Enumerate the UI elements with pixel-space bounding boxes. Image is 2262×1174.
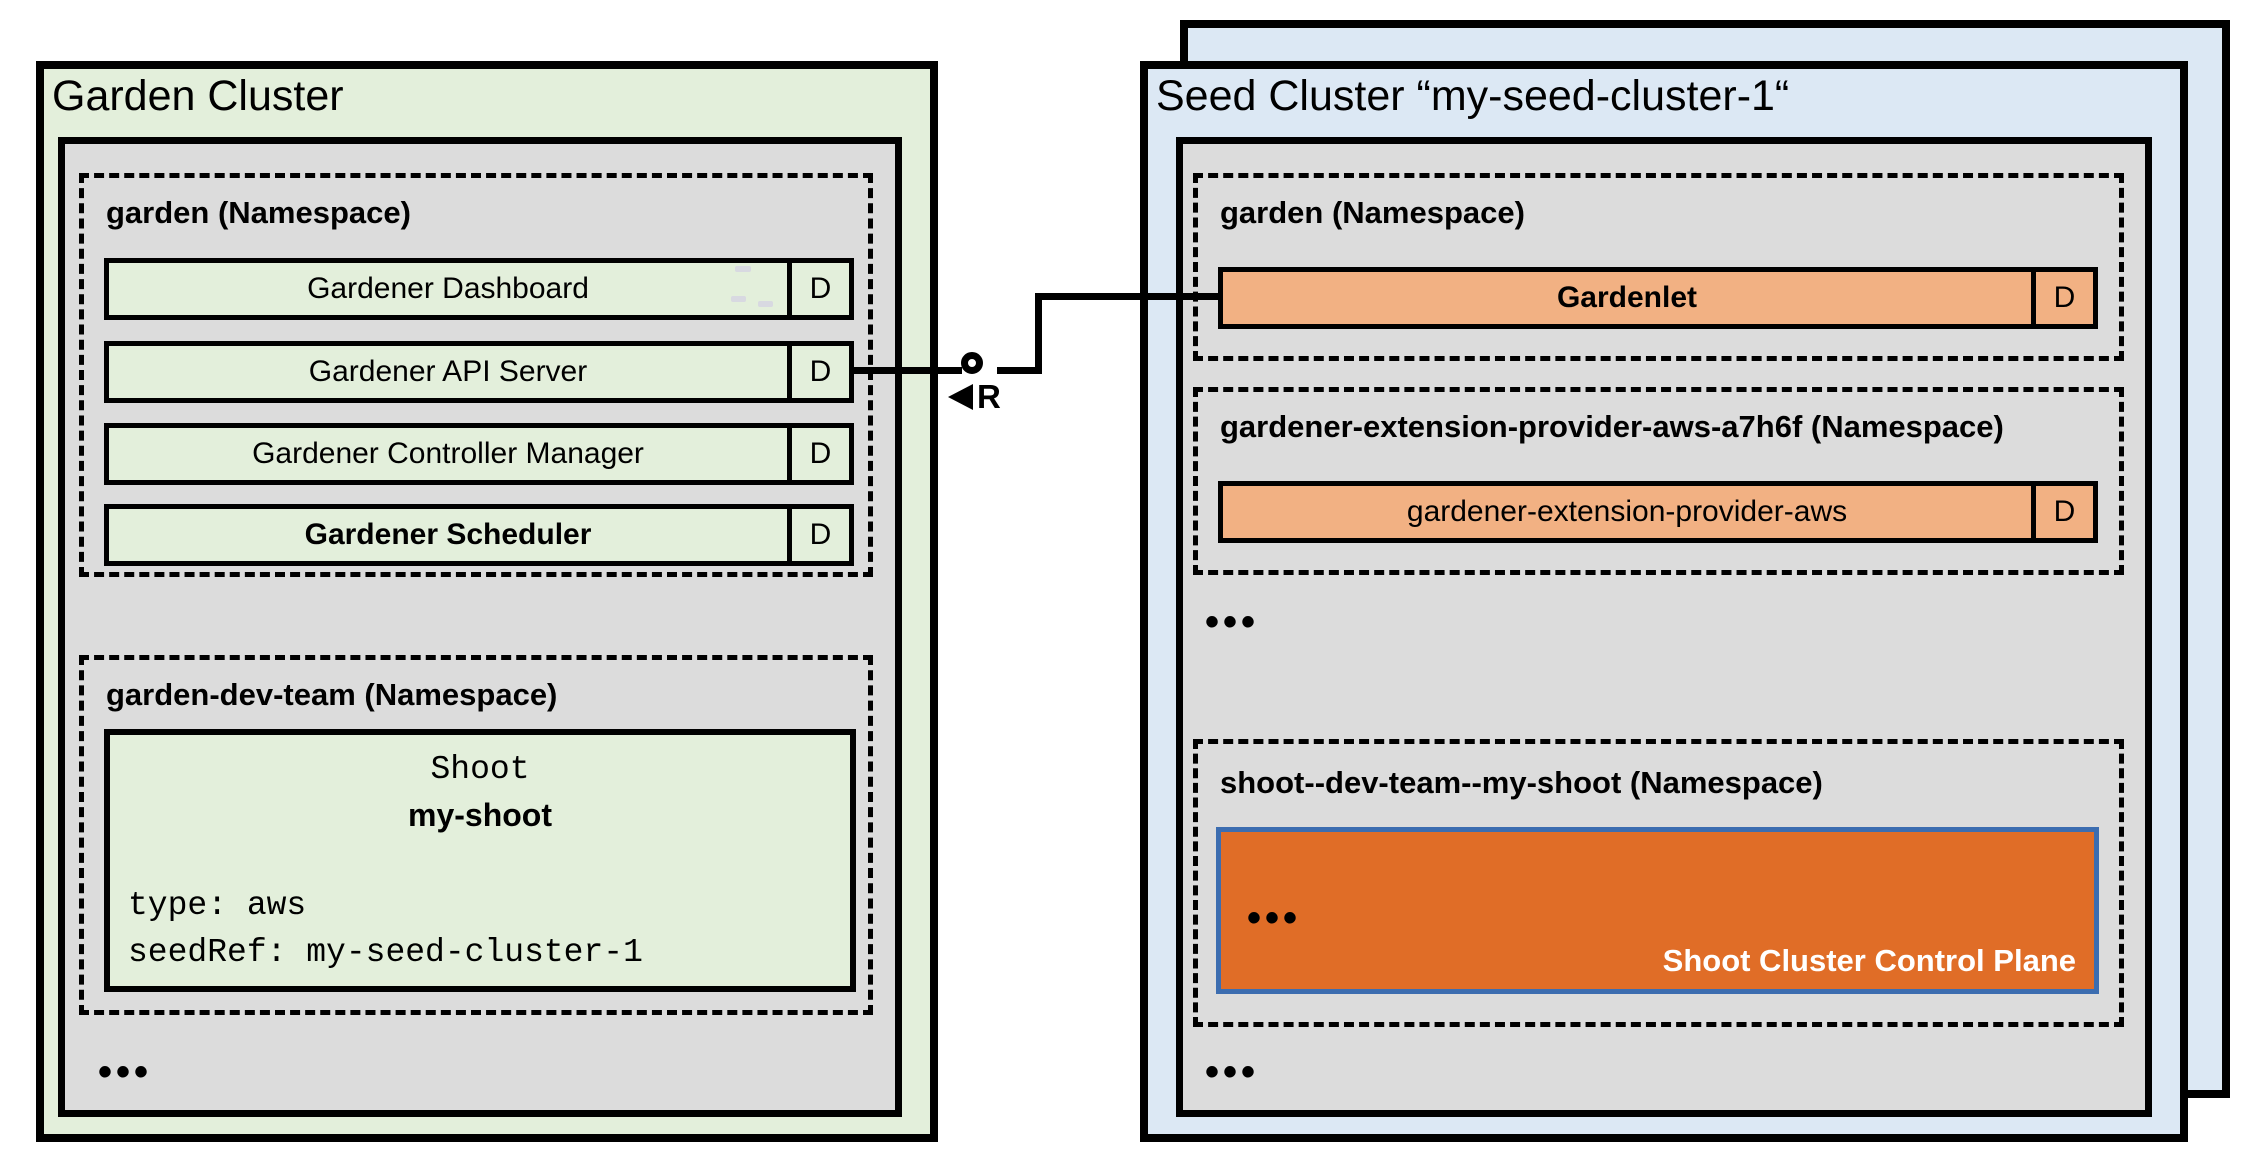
component-label: Gardener Controller Manager bbox=[252, 437, 644, 470]
component-gardenlet: Gardenlet D bbox=[1218, 267, 2098, 329]
connector-interface-circle bbox=[961, 352, 983, 374]
namespace-garden-right-label: garden (Namespace) bbox=[1220, 195, 1525, 230]
garden-cluster-more-indicator: ••• bbox=[98, 1050, 153, 1094]
component-gardener-controller-manager: Gardener Controller Manager D bbox=[104, 423, 854, 485]
namespace-garden-left-label: garden (Namespace) bbox=[106, 195, 411, 230]
namespace-shoot-dev-team-my-shoot: shoot--dev-team--my-shoot (Namespace) ••… bbox=[1193, 739, 2124, 1027]
register-label: R bbox=[977, 378, 1001, 415]
control-plane-more-indicator: ••• bbox=[1247, 896, 1302, 940]
deployment-badge: D bbox=[2031, 272, 2093, 324]
register-direction-arrow-icon bbox=[948, 384, 973, 410]
garden-cluster-title: Garden Cluster bbox=[52, 72, 344, 120]
namespace-extension-provider-aws-label: gardener-extension-provider-aws-a7h6f (N… bbox=[1220, 409, 2004, 444]
component-gardener-dashboard: Gardener Dashboard D bbox=[104, 258, 854, 320]
component-gardener-scheduler: Gardener Scheduler D bbox=[104, 504, 854, 566]
seed-cluster-more-namespaces-indicator: ••• bbox=[1205, 600, 1260, 644]
component-gardener-extension-provider-aws: gardener-extension-provider-aws D bbox=[1218, 481, 2098, 543]
connector-segment-vertical bbox=[1035, 293, 1042, 374]
namespace-garden-right: garden (Namespace) Gardenlet D bbox=[1193, 173, 2124, 361]
shoot-name: my-shoot bbox=[408, 797, 552, 833]
component-label: Gardener API Server bbox=[308, 355, 588, 388]
control-plane-label: Shoot Cluster Control Plane bbox=[1662, 943, 2076, 978]
shoot-spec-type: type: aws bbox=[128, 887, 307, 924]
component-label: Gardener Dashboard bbox=[307, 272, 589, 305]
connector-segment-to-gardenlet bbox=[1035, 293, 1218, 300]
component-label: Gardenlet bbox=[1556, 281, 1698, 314]
deployment-badge: D bbox=[787, 509, 849, 561]
shoot-cluster-control-plane-box: ••• Shoot Cluster Control Plane bbox=[1216, 827, 2099, 994]
shoot-spec-seedref: seedRef: my-seed-cluster-1 bbox=[128, 934, 643, 971]
artifact-dash bbox=[731, 296, 746, 302]
namespace-garden-left: garden (Namespace) Gardener Dashboard D … bbox=[79, 173, 873, 577]
connector-segment-from-api-server bbox=[854, 367, 962, 374]
namespace-extension-provider-aws: gardener-extension-provider-aws-a7h6f (N… bbox=[1193, 387, 2124, 575]
namespace-garden-dev-team-label: garden-dev-team (Namespace) bbox=[106, 677, 558, 712]
artifact-dash bbox=[758, 301, 773, 307]
deployment-badge: D bbox=[787, 263, 849, 315]
component-label: Gardener Scheduler bbox=[304, 518, 592, 551]
component-label: gardener-extension-provider-aws bbox=[1406, 495, 1848, 528]
deployment-badge: D bbox=[787, 346, 849, 398]
seed-cluster-bottom-more-indicator: ••• bbox=[1205, 1050, 1260, 1094]
deployment-badge: D bbox=[2031, 486, 2093, 538]
namespace-shoot-dev-team-my-shoot-label: shoot--dev-team--my-shoot (Namespace) bbox=[1220, 765, 1823, 800]
namespace-garden-dev-team: garden-dev-team (Namespace) Shoot my-sho… bbox=[79, 655, 873, 1015]
shoot-resource-card: Shoot my-shoot type: aws seedRef: my-see… bbox=[104, 729, 856, 992]
deployment-badge: D bbox=[787, 428, 849, 480]
artifact-dash bbox=[735, 266, 751, 272]
component-gardener-api-server: Gardener API Server D bbox=[104, 341, 854, 403]
connector-segment-middle bbox=[997, 367, 1042, 374]
shoot-kind: Shoot bbox=[430, 751, 530, 788]
seed-cluster-title: Seed Cluster “my-seed-cluster-1“ bbox=[1156, 72, 1790, 120]
